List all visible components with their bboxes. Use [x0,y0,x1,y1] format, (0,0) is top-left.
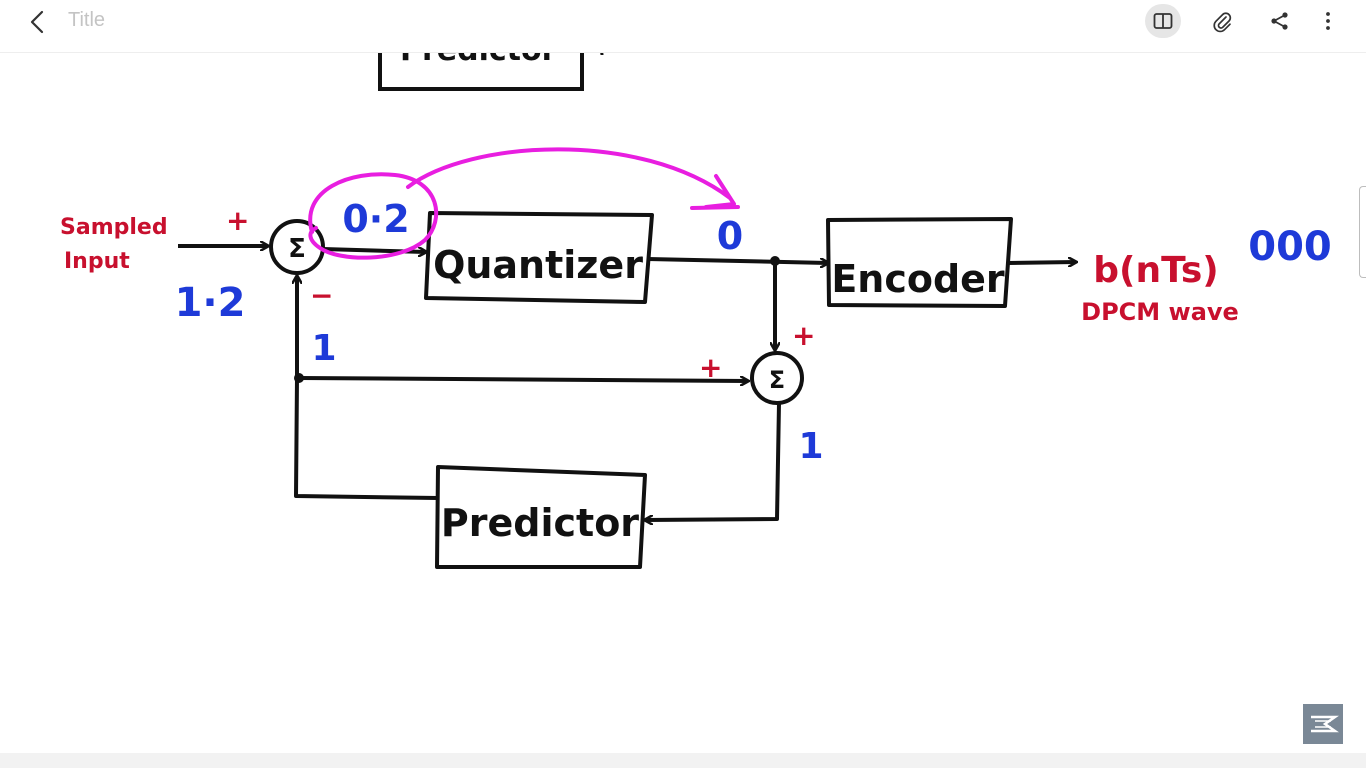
quantizer-block: Quantizer [424,211,654,304]
input-value: 1·2 [175,280,246,326]
reconstructed-to-predictor-line [645,402,781,520]
sampled-label: Sampled [60,215,168,240]
scroll-handle[interactable] [1359,186,1366,278]
dpcm-wave-label: DPCM wave [1081,298,1239,326]
back-button[interactable] [22,6,54,38]
quantizer-label: Quantizer [433,243,643,287]
encoded-value: 000 [1248,224,1332,270]
prediction-to-sum2-line [298,378,748,381]
input-label: Input [64,249,130,274]
minus-sign-feedback: − [310,279,333,312]
back-arrow-icon [30,10,44,34]
reconstructed-value: 1 [798,426,823,467]
predictor-partial-label: Predictor [400,53,557,68]
magenta-annotation [308,147,740,260]
branch-point [770,256,780,266]
drawing-canvas[interactable]: Predictor Σ Quantizer Encoder [0,53,1366,753]
logo-icon [1303,704,1343,744]
summing-junction-2: Σ [750,351,804,405]
plus-sign-sum2-top: + [792,319,815,352]
plus-sign-input: + [226,204,249,237]
quantized-value: 0 [717,214,743,258]
predicted-value: 1 [311,328,336,369]
book-icon [1153,13,1173,29]
sum1-symbol: Σ [288,234,306,264]
prediction-feedback-line [296,276,439,500]
bottom-bar [0,753,1366,768]
logo-mark [1311,715,1339,733]
predictor-label: Predictor [441,501,639,545]
encoder-label: Encoder [831,257,1005,301]
predictor-block-partial: Predictor [378,53,604,91]
sum2-symbol: Σ [769,366,785,394]
attach-button[interactable] [1204,4,1240,38]
page-title[interactable]: Title [68,9,106,31]
reading-mode-button[interactable] [1145,4,1181,38]
quantized-signal-line [647,257,828,263]
dpcm-diagram: Predictor Σ Quantizer Encoder [60,53,1332,569]
predictor-block: Predictor [435,465,647,569]
more-options-button[interactable] [1310,4,1346,38]
paperclip-icon [1213,12,1232,33]
more-vertical-icon [1326,12,1330,30]
share-icon [1271,12,1288,30]
encoder-output-line [1007,262,1076,263]
output-symbol-label: b(nTs) [1093,250,1219,291]
app-toolbar: Title [0,0,1366,53]
share-button[interactable] [1262,4,1298,38]
plus-sign-sum2-left: + [699,351,722,384]
error-value: 0·2 [342,197,409,241]
encoder-block: Encoder [826,217,1013,308]
